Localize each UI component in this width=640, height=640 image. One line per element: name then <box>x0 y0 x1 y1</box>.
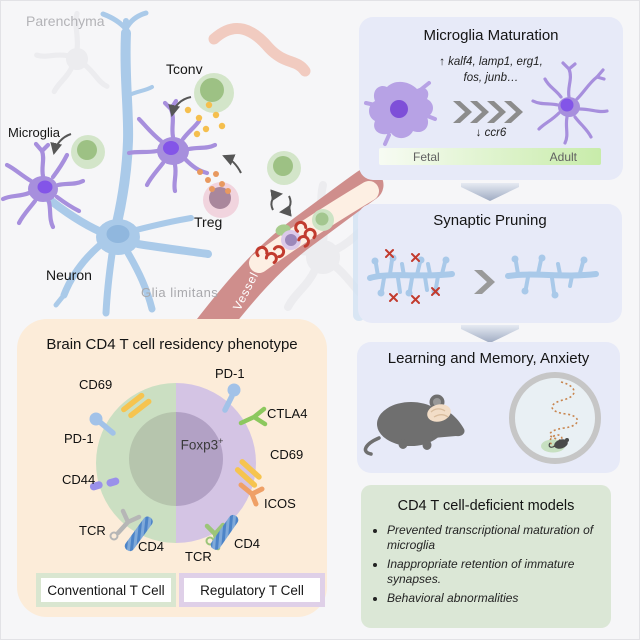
phenotype-title: Brain CD4 T cell residency phenotype <box>46 336 298 353</box>
cd69-receptor-right <box>234 459 262 488</box>
microglia-label: Microglia <box>8 125 61 140</box>
glia-limitans-label: Glia limitans <box>141 285 219 300</box>
mouse-brain-highlight <box>427 404 451 422</box>
pruning-chevron <box>474 270 495 294</box>
ctla4-label: CTLA4 <box>267 406 308 421</box>
synaptic-pruning-panel: Synaptic Pruning <box>358 204 622 323</box>
tcr-receptor-left <box>109 508 142 541</box>
maturation-title: Microglia Maturation <box>423 27 559 44</box>
cd4-receptor-right <box>210 514 239 550</box>
fetal-adult-timeline: Fetal Adult <box>379 148 601 165</box>
mouse-icon <box>363 394 465 456</box>
cd69-right-label: CD69 <box>270 447 304 462</box>
neuron <box>31 10 212 317</box>
cd69-left-label: CD69 <box>79 377 113 392</box>
red-blood-cells <box>255 220 317 265</box>
tcr-left-label: TCR <box>79 523 106 538</box>
treg-label: Treg <box>194 214 223 230</box>
open-field-arena-icon <box>509 372 601 464</box>
deficient-title: CD4 T cell-deficient models <box>397 498 575 514</box>
pd1-left-label: PD-1 <box>64 431 94 446</box>
tcell-near-microglia <box>71 135 105 169</box>
orange-secretion-dots <box>197 169 231 194</box>
residency-phenotype-panel: Brain CD4 T cell residency phenotype <box>17 319 327 617</box>
treg-cell <box>203 182 239 218</box>
cd44-label: CD44 <box>62 472 96 487</box>
immature-dendrite-icon <box>367 249 455 304</box>
adult-microglia-icon <box>531 61 609 145</box>
arena-mouse-icon <box>548 438 569 449</box>
tcr-right-label: TCR <box>185 549 212 564</box>
pd1-receptor-left <box>89 412 116 436</box>
pink-capillary <box>208 23 311 77</box>
pd1-receptor-right <box>222 383 241 413</box>
tcell-near-vessel <box>267 151 301 185</box>
icos-receptor <box>238 482 265 507</box>
bullet-item: Prevented transcriptional maturation of … <box>387 523 601 553</box>
flow-arrow-1 <box>461 183 519 201</box>
cd4-right-label: CD4 <box>234 536 261 551</box>
parenchyma-label: Parenchyma <box>26 13 105 29</box>
behavior-title: Learning and Memory, Anxiety <box>387 350 590 367</box>
yellow-secretion-dots <box>184 101 226 138</box>
deficient-models-panel: CD4 T cell-deficient models Prevented tr… <box>361 485 611 628</box>
vessel <box>190 168 384 350</box>
pruning-illustration <box>367 249 599 304</box>
microglia-cell-center <box>126 98 218 194</box>
legend-regulatory-tcell: Regulatory T Cell <box>179 573 325 607</box>
tcell-phenotype-illustration <box>89 383 268 552</box>
tconv-cell <box>194 73 234 113</box>
pruning-title: Synaptic Pruning <box>433 212 547 229</box>
bullet-item: Behavioral abnormalities <box>387 591 601 606</box>
pruning-x-marks <box>385 249 440 304</box>
foxp3-label: Foxp3+ <box>180 436 224 453</box>
bullet-item: Inappropriate retention of immature syna… <box>387 557 601 587</box>
tconv-label: Tconv <box>166 61 203 77</box>
microglia-maturation-panel: Microglia Maturation ↑ kalf4, lamp1, erg… <box>359 17 623 180</box>
downregulated-gene: ↓ ccr6 <box>475 127 507 139</box>
timeline-fetal: Fetal <box>413 149 440 164</box>
split-tcell <box>96 383 256 543</box>
behavior-panel: Learning and Memory, Anxiety <box>357 342 620 473</box>
timeline-adult: Adult <box>549 149 577 164</box>
legend-conventional-tcell: Conventional T Cell <box>36 573 176 607</box>
flow-arrow-2 <box>461 325 519 343</box>
upregulated-genes: ↑ kalf4, lamp1, erg1, fos, junb… <box>439 56 543 84</box>
microglia-cell-left <box>1 141 86 230</box>
icos-label: ICOS <box>264 496 296 511</box>
interaction-arrows <box>50 96 292 217</box>
cd69-receptor-left <box>121 392 152 419</box>
cd4-left-label: CD4 <box>138 539 165 554</box>
deficient-bullet-list: Prevented transcriptional maturation of … <box>387 523 601 606</box>
pd1-right-label: PD-1 <box>215 366 245 381</box>
fetal-microglia-icon <box>364 81 437 146</box>
mature-dendrite-icon <box>505 254 599 299</box>
maturation-illustration <box>364 61 609 146</box>
ctla4-receptor <box>238 406 268 427</box>
cd4-receptor-left <box>124 516 153 552</box>
maturation-chevrons <box>453 101 523 123</box>
behavior-illustration <box>363 372 601 464</box>
cd44-receptor <box>89 477 120 491</box>
neuron-label: Neuron <box>46 267 92 283</box>
